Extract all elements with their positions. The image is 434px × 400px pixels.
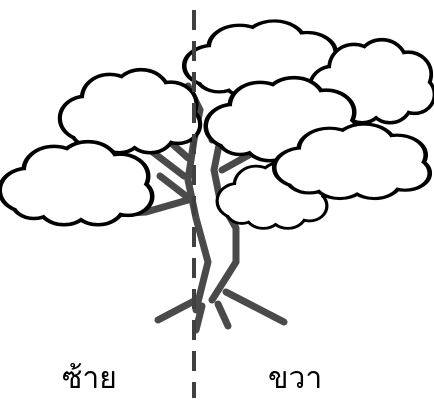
- canopy-cloud-left-upper: [62, 71, 198, 151]
- right-side-label: ขวา: [268, 358, 322, 400]
- left-side-label: ซ้าย: [62, 358, 117, 400]
- canopy-cloud-left-lower: [2, 143, 150, 223]
